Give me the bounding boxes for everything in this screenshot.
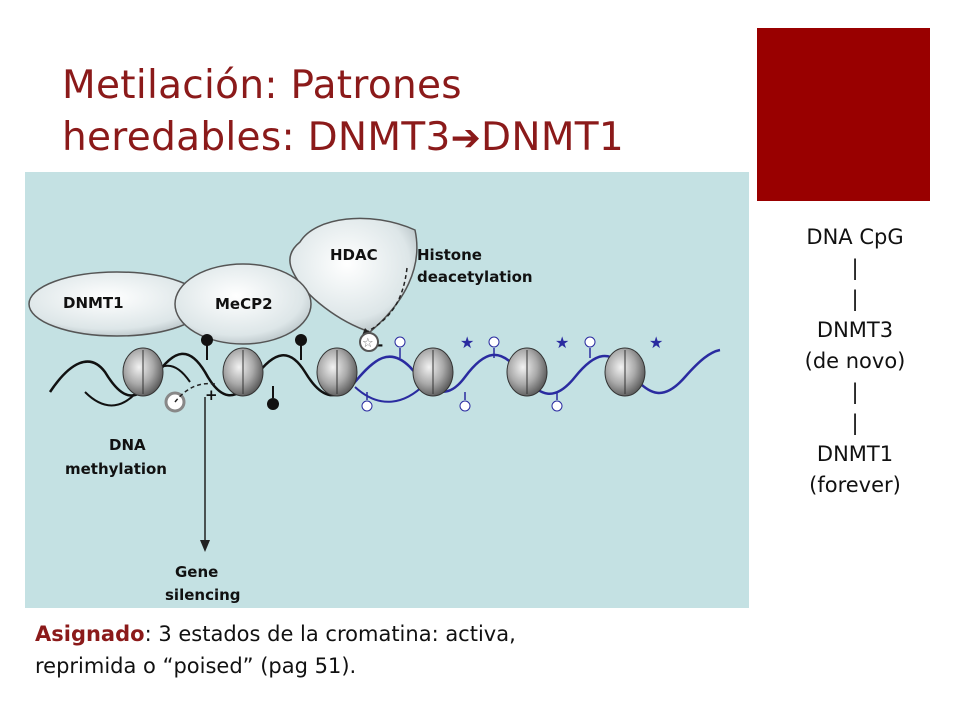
title-line-2-suffix: DNMT1 bbox=[481, 115, 625, 160]
nucleosome bbox=[122, 347, 164, 397]
side-connector: | bbox=[851, 287, 859, 311]
mecp2-label: MeCP2 bbox=[215, 295, 273, 313]
methylation-diagram: HDAC DNMT1 MeCP2 Histone deacetylation - bbox=[25, 172, 749, 608]
side-connector: | bbox=[851, 380, 859, 404]
methyl-group-filled bbox=[201, 334, 213, 360]
assignment-caption: Asignado: 3 estados de la cromatina: act… bbox=[35, 618, 755, 682]
methylation-sequence: DNA CpG | | DNMT3 (de novo) | | DNMT1 (f… bbox=[770, 222, 940, 501]
mecp2-protein: MeCP2 bbox=[174, 263, 312, 345]
title-line-1: Metilación: Patrones bbox=[62, 63, 462, 108]
side-connector: | bbox=[851, 256, 859, 280]
dna-strand-active-lower bbox=[354, 383, 426, 403]
title-line-2: heredables: DNMT3 bbox=[62, 115, 451, 160]
dna-strand-methylated bbox=[48, 352, 356, 397]
side-line: DNMT3 bbox=[816, 318, 894, 342]
histone-label-2: deacetylation bbox=[417, 268, 533, 286]
cpg-unmethylated bbox=[361, 392, 373, 412]
arrow-down-icon bbox=[200, 540, 210, 552]
minus-sign: - bbox=[377, 336, 383, 354]
side-line: (de novo) bbox=[804, 349, 906, 373]
diagram-svg: HDAC DNMT1 MeCP2 Histone deacetylation - bbox=[28, 217, 721, 604]
dnmt1-protein: DNMT1 bbox=[28, 271, 206, 337]
nucleosome bbox=[222, 347, 264, 397]
hdac-label: HDAC bbox=[330, 246, 378, 264]
side-line: DNA CpG bbox=[806, 225, 904, 249]
gene-silencing-label-1: Gene bbox=[175, 563, 218, 581]
acetyl-star-icon: ★ bbox=[649, 333, 663, 352]
caption-text-2: reprimida o “poised” (pag 51). bbox=[35, 654, 357, 678]
side-line: DNMT1 bbox=[816, 442, 894, 466]
deacetylation-arrow bbox=[362, 267, 408, 335]
side-line: (forever) bbox=[809, 473, 901, 497]
cpg-unmethylated bbox=[584, 336, 596, 358]
right-arrow-icon: ➔ bbox=[450, 118, 482, 159]
caption-text-1: : 3 estados de la cromatina: activa, bbox=[144, 622, 516, 646]
methylation-arrow bbox=[174, 382, 216, 403]
cpg-unmethylated bbox=[488, 336, 500, 358]
methyl-group-filled bbox=[267, 386, 279, 410]
cpg-unmethylated bbox=[551, 392, 563, 412]
caption-bold: Asignado bbox=[35, 622, 145, 646]
nucleosome bbox=[316, 347, 358, 397]
side-connector: | bbox=[851, 411, 859, 435]
slide-title: Metilación: Patrones heredables: DNMT3➔D… bbox=[62, 60, 752, 165]
gene-silencing-label-2: silencing bbox=[165, 586, 241, 604]
nucleosome bbox=[506, 347, 548, 397]
plus-sign: + bbox=[205, 386, 218, 404]
histone-label-1: Histone bbox=[417, 246, 482, 264]
dnmt1-label: DNMT1 bbox=[63, 294, 124, 312]
deacetylated-star-icon: ☆ bbox=[359, 332, 379, 352]
nucleosome bbox=[604, 347, 646, 397]
cpg-unmethylated bbox=[459, 392, 471, 412]
acetyl-star-icon: ★ bbox=[555, 333, 569, 352]
accent-block bbox=[757, 28, 930, 201]
cpg-unmethylated bbox=[394, 336, 406, 358]
dna-methylation-label-1: DNA bbox=[109, 436, 146, 454]
nucleosome bbox=[412, 347, 454, 397]
methyl-group-filled bbox=[295, 334, 307, 360]
acetyl-star-icon: ★ bbox=[460, 333, 474, 352]
svg-text:☆: ☆ bbox=[362, 336, 374, 351]
dna-methylation-label-2: methylation bbox=[65, 460, 167, 478]
